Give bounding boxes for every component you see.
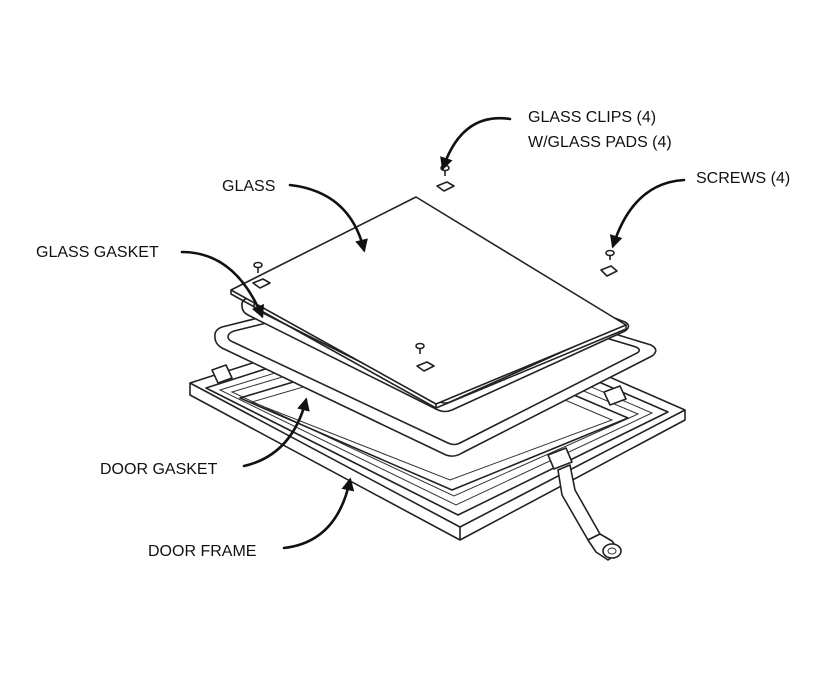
glass-clip-icon: [252, 278, 271, 289]
glass-gasket-label: GLASS GASKET: [36, 244, 159, 261]
glass-clips-label-line2: W/GLASS PADS (4): [528, 134, 672, 151]
glass-part: [230, 196, 627, 409]
glass-clip-icon: [436, 181, 455, 192]
curved-arrow-icon: [609, 178, 686, 249]
glass-clips: [252, 181, 618, 372]
glass-clips-label: GLASS CLIPS (4) W/GLASS PADS (4): [528, 105, 672, 155]
door-gasket-label: DOOR GASKET: [100, 461, 218, 478]
screw-icon: [415, 342, 425, 354]
curved-arrow-icon: [180, 250, 264, 319]
door-frame-label: DOOR FRAME: [148, 543, 257, 560]
screw-icon: [253, 261, 263, 273]
curved-arrow-icon: [440, 116, 512, 171]
glass-clip-icon: [416, 361, 435, 372]
screw-icon: [605, 249, 615, 260]
glass-label: GLASS: [222, 178, 276, 195]
curved-arrow-icon: [242, 397, 310, 468]
glass-clips-label-line1: GLASS CLIPS (4): [528, 109, 657, 126]
curved-arrow-icon: [282, 477, 355, 550]
callout-arrows: [180, 116, 686, 550]
curved-arrow-icon: [288, 183, 368, 253]
glass-clip-icon: [600, 265, 618, 277]
screws-label: SCREWS (4): [696, 170, 791, 187]
